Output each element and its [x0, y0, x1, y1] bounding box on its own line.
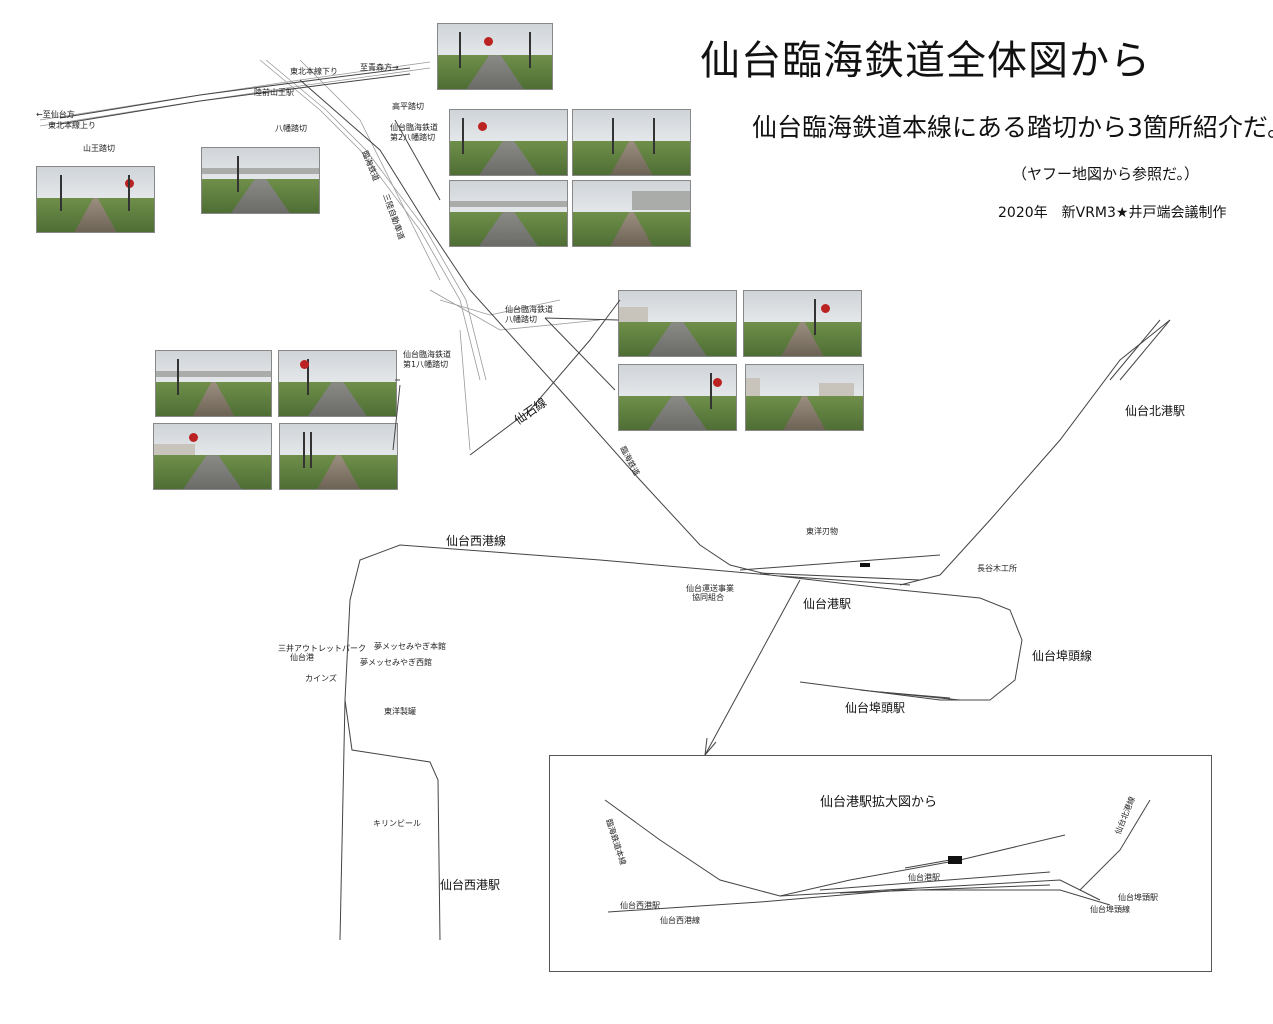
photo-1st-hachiman-1	[155, 350, 272, 417]
poi-yume-messe-west: 夢メッセみやぎ西館	[360, 657, 432, 667]
label-sendai-port-station: 仙台港駅	[803, 596, 851, 611]
photo-takadaira-crossing	[437, 23, 553, 90]
inset-label-futo-line: 仙台埠頭線	[1090, 904, 1130, 914]
photo-2nd-hachiman-4	[572, 180, 691, 247]
inset-label-hokko-line: 仙台北港線	[1113, 795, 1137, 836]
label-2nd-hachiman-1: 仙台臨海鉄道	[390, 122, 438, 132]
label-to-aomori: 至青森方→	[360, 62, 399, 72]
label-sendai-futo-station: 仙台埠頭駅	[845, 700, 905, 715]
photo-hachiman-rinkai-4	[745, 364, 864, 431]
poi-choha: 長谷木工所	[977, 563, 1017, 573]
label-senseki-line: 仙石線	[511, 395, 549, 428]
label-sendai-seiko-station: 仙台西港駅	[440, 877, 500, 892]
inset-label-rinkai-main: 臨海鉄道本線	[604, 818, 628, 867]
photo-1st-hachiman-4	[279, 423, 398, 490]
label-1st-hachiman-2: 第1八幡踏切	[403, 359, 448, 369]
inset-label-sendai-port: 仙台港駅	[908, 872, 940, 882]
photo-1st-hachiman-2	[278, 350, 397, 417]
poi-yume-messe-main: 夢メッセみやぎ本館	[374, 641, 446, 651]
label-hachiman-crossing: 八幡踏切	[275, 123, 307, 133]
label-sendai-hokko-station: 仙台北港駅	[1125, 403, 1185, 418]
page-title: 仙台臨海鉄道全体図から	[700, 38, 1151, 84]
poi-toyo-seikan: 東洋製罐	[384, 706, 416, 716]
poi-cainz: カインズ	[305, 673, 337, 683]
poi-tokai-transport: 仙台運送事業	[686, 583, 734, 593]
poi-tobu: 東洋刃物	[806, 526, 838, 536]
label-rinkai-railway-mid: 臨海鉄道	[618, 444, 642, 477]
label-hachiman-rinkai-1: 仙台臨海鉄道	[505, 304, 553, 314]
inset-frame	[549, 755, 1212, 972]
photo-sanno-crossing	[36, 166, 155, 233]
inset-label-seiko-station: 仙台西港駅	[620, 900, 660, 910]
photo-hachiman-crossing	[201, 147, 320, 214]
photo-2nd-hachiman-3	[449, 180, 568, 247]
label-tohoku-main-up: 東北本線上り	[48, 120, 96, 130]
inset-label-seiko-line: 仙台西港線	[660, 915, 700, 925]
label-sendai-futo-line: 仙台埠頭線	[1032, 648, 1092, 663]
photo-2nd-hachiman-2	[572, 109, 691, 176]
poi-mitsui-outlet: 三井アウトレットパーク	[278, 643, 366, 653]
label-sanno-crossing: 山王踏切	[83, 143, 115, 153]
label-sendai-seiko-line: 仙台西港線	[446, 533, 506, 548]
poi-kirin-beer: キリンビール	[373, 819, 421, 828]
inset-title: 仙台港駅拡大図から	[820, 795, 937, 810]
photo-hachiman-rinkai-1	[618, 290, 737, 357]
poi-mitsui-outlet-2: 仙台港	[290, 652, 314, 662]
label-hachiman-rinkai-2: 八幡踏切	[505, 314, 537, 324]
label-takadaira-crossing: 高平踏切	[392, 101, 424, 111]
photo-2nd-hachiman-1	[449, 109, 568, 176]
label-to-sendai: ←至仙台方	[36, 109, 75, 119]
credit-note: 2020年 新VRM3★井戸端会議制作	[998, 205, 1227, 221]
photo-1st-hachiman-3	[153, 423, 272, 490]
page-subtitle: 仙台臨海鉄道本線にある踏切から3箇所紹介だ。	[752, 113, 1273, 142]
poi-tokai-transport-2: 協同組合	[692, 592, 724, 602]
photo-hachiman-rinkai-3	[618, 364, 737, 431]
source-note: （ヤフー地図から参照だ。）	[1012, 165, 1200, 183]
label-2nd-hachiman-2: 第2八幡踏切	[390, 132, 435, 142]
inset-label-futo-station: 仙台埠頭駅	[1118, 892, 1158, 902]
label-rikuzen-sanno-station: 陸前山王駅	[254, 87, 294, 97]
label-1st-hachiman-1: 仙台臨海鉄道	[403, 349, 451, 359]
photo-hachiman-rinkai-2	[743, 290, 862, 357]
label-tohoku-main-down: 東北本線下り	[290, 66, 338, 76]
